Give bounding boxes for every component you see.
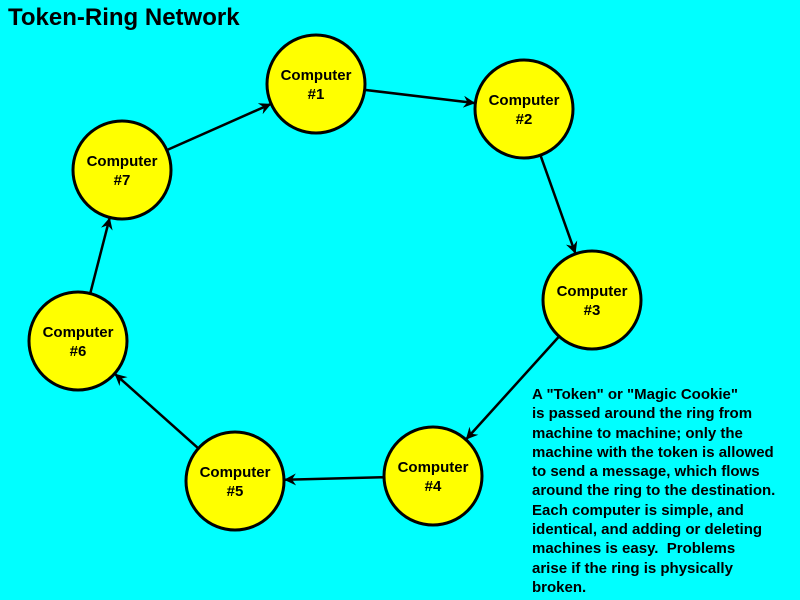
description-line: is passed around the ring from: [532, 405, 753, 423]
computer-number: #2: [516, 111, 533, 128]
arrow-2-to-3: [539, 154, 578, 254]
computer-number: #7: [114, 172, 131, 189]
description-line: Each computer is simple, and: [532, 501, 744, 519]
computer-label: Computer: [557, 283, 628, 300]
computer-label: Computer: [200, 464, 271, 481]
arrow-7-to-1: [166, 103, 272, 152]
computer-label: Computer: [398, 459, 469, 476]
computer-node-6: Computer #6: [27, 290, 129, 392]
computer-label: Computer: [43, 324, 114, 341]
computer-node-2: Computer #2: [473, 58, 575, 160]
computer-circle: [541, 249, 643, 351]
description-line: around the ring to the destination.: [532, 482, 776, 500]
computer-node-5: Computer #5: [184, 430, 286, 532]
description-line: arise if the ring is physically: [532, 559, 733, 577]
description-line: machines is easy. Problems: [532, 540, 736, 558]
computer-node-1: Computer #1: [265, 33, 367, 135]
arrow-6-to-7: [88, 217, 113, 294]
description-line: machine with the token is allowed: [532, 443, 774, 461]
description-line: machine to machine; only the: [532, 424, 743, 442]
computer-circle: [27, 290, 129, 392]
description-line: identical, and adding or deleting: [532, 521, 763, 539]
computer-circle: [265, 33, 367, 135]
computer-node-3: Computer #3: [541, 249, 643, 351]
computer-number: #1: [308, 86, 325, 103]
description-text: A "Token" or "Magic Cookie" is passed ar…: [532, 385, 800, 597]
arrow-5-to-6: [114, 373, 200, 450]
computer-circle: [71, 119, 173, 221]
diagram-title: Token-Ring Network: [8, 4, 240, 31]
computer-circle: [184, 430, 286, 532]
arrow-4-to-5: [283, 473, 385, 486]
computer-number: #6: [70, 343, 87, 360]
computer-node-7: Computer #7: [71, 119, 173, 221]
computer-label: Computer: [281, 67, 352, 84]
computer-number: #5: [227, 483, 244, 500]
description-line: broken.: [532, 578, 587, 596]
computer-node-4: Computer #4: [382, 425, 484, 527]
computer-number: #3: [584, 302, 601, 319]
computer-circle: [382, 425, 484, 527]
computer-label: Computer: [87, 153, 158, 170]
arrow-1-to-2: [364, 88, 476, 108]
description-line: to send a message, which flows: [532, 463, 760, 481]
computer-circle: [473, 58, 575, 160]
computer-number: #4: [425, 478, 442, 495]
computer-label: Computer: [489, 92, 560, 109]
arrow-3-to-4: [465, 335, 561, 440]
description-line: A "Token" or "Magic Cookie": [532, 386, 738, 403]
